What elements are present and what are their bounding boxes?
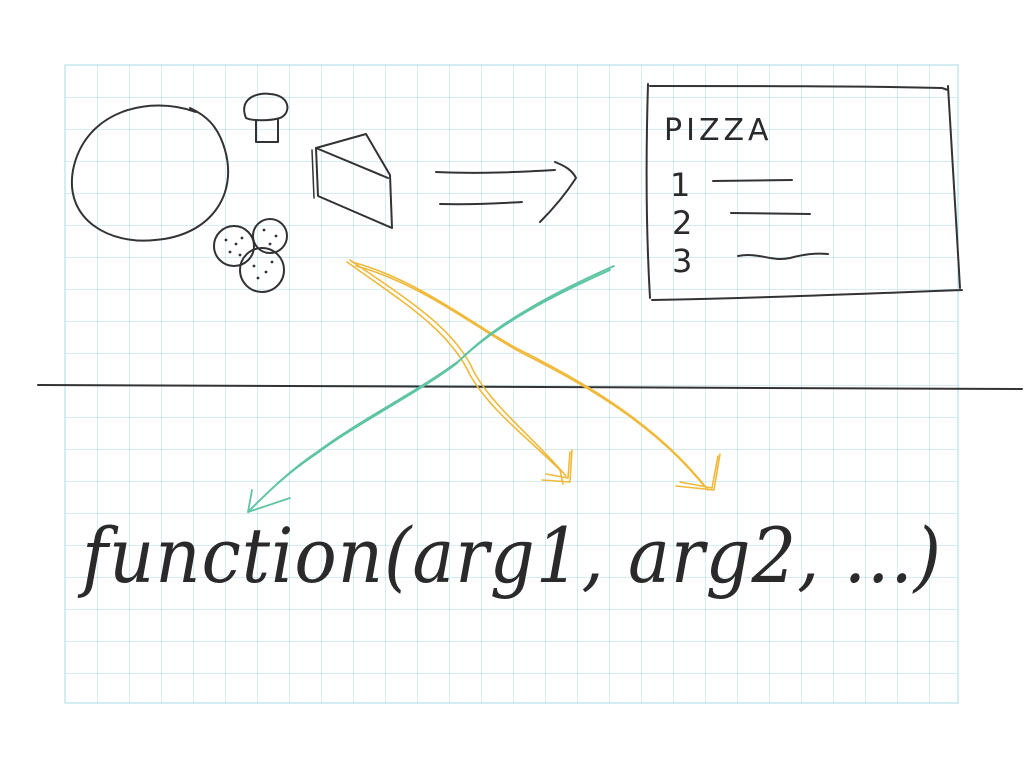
menu-number-2: 2 (672, 204, 692, 242)
implies-arrow-icon (435, 161, 577, 223)
menu-item-line-2 (730, 212, 811, 215)
teal-arrow (247, 265, 615, 513)
pizza-dough-circle (70, 104, 230, 242)
menu-number-1: 1 (670, 166, 690, 204)
cheese-wedge-icon (311, 133, 393, 229)
yellow-arrow-2 (351, 261, 721, 491)
menu-item-line-1 (712, 179, 793, 182)
grid-paper (64, 64, 959, 704)
menu-title: PIZZA (664, 113, 773, 148)
function-call-text: function(arg1, arg2, ...) (77, 511, 942, 600)
menu-number-3: 3 (672, 242, 692, 280)
pizza-menu-card: PIZZA 1 2 3 (645, 83, 963, 301)
mushroom-icon (243, 92, 289, 143)
pepperoni-icon (213, 218, 288, 293)
yellow-arrow-1 (346, 259, 573, 485)
menu-item-line-3 (737, 252, 829, 260)
